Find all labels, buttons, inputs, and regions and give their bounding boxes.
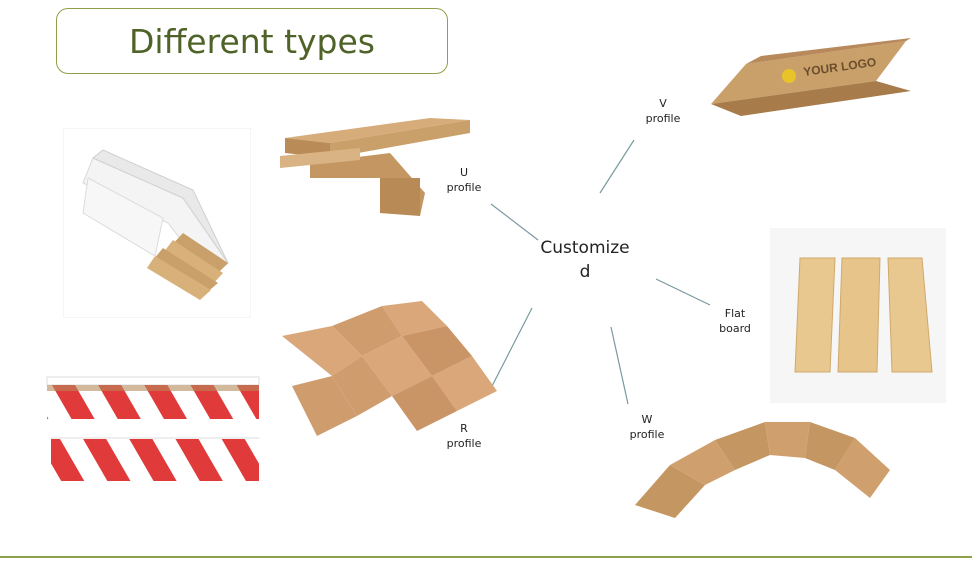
flat-board-image (770, 228, 946, 403)
connector-flat (655, 278, 711, 306)
w-profile-label-line1: W (641, 413, 653, 426)
w-profile-label-line2: profile (629, 428, 665, 441)
page-title: Different types (128, 21, 376, 61)
white-angle-profile-image (63, 128, 251, 318)
w-profile-image (635, 422, 890, 518)
connector-v (599, 139, 635, 194)
footer-divider (0, 556, 972, 558)
connector-r (489, 307, 533, 391)
u-profile-label: U profile (437, 165, 491, 195)
w-profile-label: W profile (620, 412, 674, 442)
title-box: Different types (56, 8, 448, 74)
v-profile-label-line2: profile (645, 112, 681, 125)
r-profile-image (282, 301, 497, 436)
center-label-line1: Customize (540, 238, 630, 258)
flat-board-label-line1: Flat (724, 307, 746, 320)
connector-u (490, 203, 539, 241)
customized-center-label: Customize d (538, 236, 632, 284)
connector-w (610, 326, 629, 405)
v-profile-label: V profile (636, 96, 690, 126)
r-profile-label-line2: profile (446, 437, 482, 450)
striped-profile-image (46, 376, 260, 481)
flat-board-label-line2: board (719, 322, 751, 335)
r-profile-label: R profile (437, 421, 491, 451)
flat-board-label: Flat board (710, 306, 760, 336)
r-profile-label-line1: R (460, 422, 468, 435)
u-profile-label-line1: U (459, 166, 469, 179)
u-profile-image (280, 118, 470, 216)
v-profile-logo-image: YOUR LOGO (711, 38, 911, 116)
v-profile-label-line1: V (659, 97, 667, 110)
center-label-line2: d (579, 262, 591, 282)
u-profile-label-line2: profile (446, 181, 482, 194)
